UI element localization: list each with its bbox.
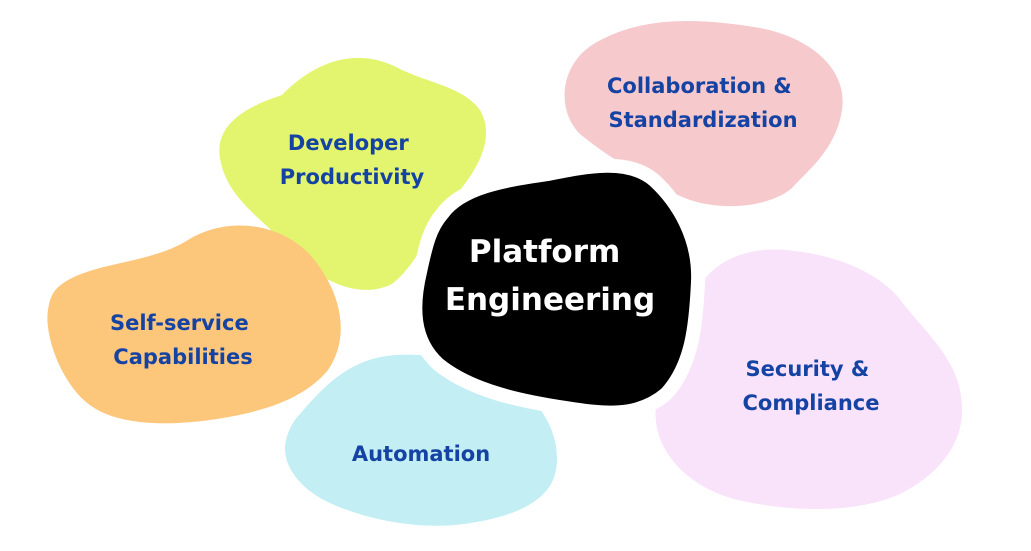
security-compliance-blob [655,249,963,510]
self-service-capabilities-blob [47,225,341,424]
automation-label: Automation [352,442,490,466]
platform-engineering-label: Platform Engineering [445,234,655,318]
collaboration-standardization-label: Collaboration & Standardization [607,74,799,132]
developer-productivity-blob [219,57,487,290]
security-compliance-label: Security & Compliance [743,357,880,415]
self-service-capabilities-label: Self-service Capabilities [110,311,256,369]
collaboration-standardization-blob [564,21,843,207]
platform-engineering-blob [408,158,706,420]
developer-productivity-label: Developer Productivity [280,131,425,189]
